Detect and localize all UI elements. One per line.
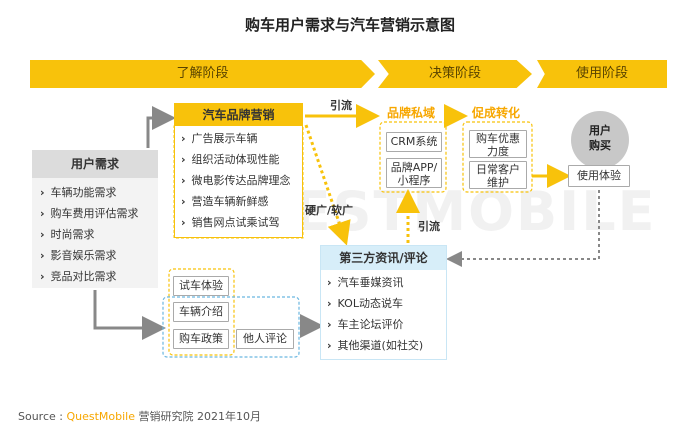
user-needs-header: 用户需求: [32, 150, 158, 178]
use-experience-card: 使用体验: [568, 165, 630, 187]
user-needs-panel: 用户需求 车辆功能需求 购车费用评估需求 时尚需求 影音娱乐需求 竞品对比需求: [32, 150, 158, 288]
user-purchase-circle: 用户 购买: [571, 111, 629, 169]
brand-private-label: 品牌私域: [387, 106, 436, 120]
list-item: KOL动态说车: [327, 293, 446, 314]
source-footer: Source : QuestMobile 营销研究院 2021年10月: [18, 408, 261, 424]
flow-label-yinliu-top: 引流: [330, 99, 352, 112]
customer-care-card: 日常客户 维护: [469, 161, 527, 189]
third-party-panel: 第三方资讯/评论 汽车垂媒资讯 KOL动态说车 车主论坛评价 其他渠道(如社交): [320, 245, 447, 360]
user-needs-list: 车辆功能需求 购车费用评估需求 时尚需求 影音娱乐需求 竞品对比需求: [32, 178, 158, 287]
phase-understand: 了解阶段: [30, 60, 375, 88]
purchase-policy-card: 购车政策: [173, 329, 229, 349]
list-item: 时尚需求: [40, 224, 158, 245]
flow-label-yinliu-right: 引流: [418, 220, 440, 233]
third-party-list: 汽车垂媒资讯 KOL动态说车 车主论坛评价 其他渠道(如社交): [321, 270, 446, 356]
page-title: 购车用户需求与汽车营销示意图: [244, 16, 455, 34]
list-item: 组织活动体现性能: [181, 149, 302, 170]
list-item: 购车费用评估需求: [40, 203, 158, 224]
list-item: 车主论坛评价: [327, 314, 446, 335]
list-item: 汽车垂媒资讯: [327, 272, 446, 293]
footer-suffix: 营销研究院 2021年10月: [135, 410, 262, 423]
flow-label-hard-soft: 硬广/软广: [305, 204, 354, 217]
brand-marketing-header: 汽车品牌营销: [175, 104, 302, 126]
list-item: 其他渠道(如社交): [327, 335, 446, 356]
brand-app-card: 品牌APP/ 小程序: [386, 158, 442, 188]
list-item: 微电影传达品牌理念: [181, 170, 302, 191]
others-review-card: 他人评论: [236, 329, 294, 349]
list-item: 广告展示车辆: [181, 128, 302, 149]
footer-brand: QuestMobile: [66, 410, 136, 423]
discount-card: 购车优惠 力度: [469, 130, 527, 158]
test-drive-card: 试车体验: [173, 276, 229, 296]
phase-use: 使用阶段: [537, 60, 667, 88]
list-item: 营造车辆新鲜感: [181, 191, 302, 212]
third-party-header: 第三方资讯/评论: [321, 246, 446, 270]
brand-marketing-panel: 汽车品牌营销 广告展示车辆 组织活动体现性能 微电影传达品牌理念 营造车辆新鲜感…: [174, 103, 303, 238]
conversion-label: 促成转化: [472, 106, 521, 120]
phase-decide: 决策阶段: [378, 60, 532, 88]
crm-system-card: CRM系统: [386, 132, 442, 152]
vehicle-intro-card: 车辆介绍: [173, 302, 229, 322]
brand-marketing-list: 广告展示车辆 组织活动体现性能 微电影传达品牌理念 营造车辆新鲜感 销售网点试乘…: [175, 126, 302, 233]
list-item: 销售网点试乘试驾: [181, 212, 302, 233]
list-item: 车辆功能需求: [40, 182, 158, 203]
list-item: 竞品对比需求: [40, 266, 158, 287]
list-item: 影音娱乐需求: [40, 245, 158, 266]
footer-prefix: Source :: [18, 410, 67, 423]
